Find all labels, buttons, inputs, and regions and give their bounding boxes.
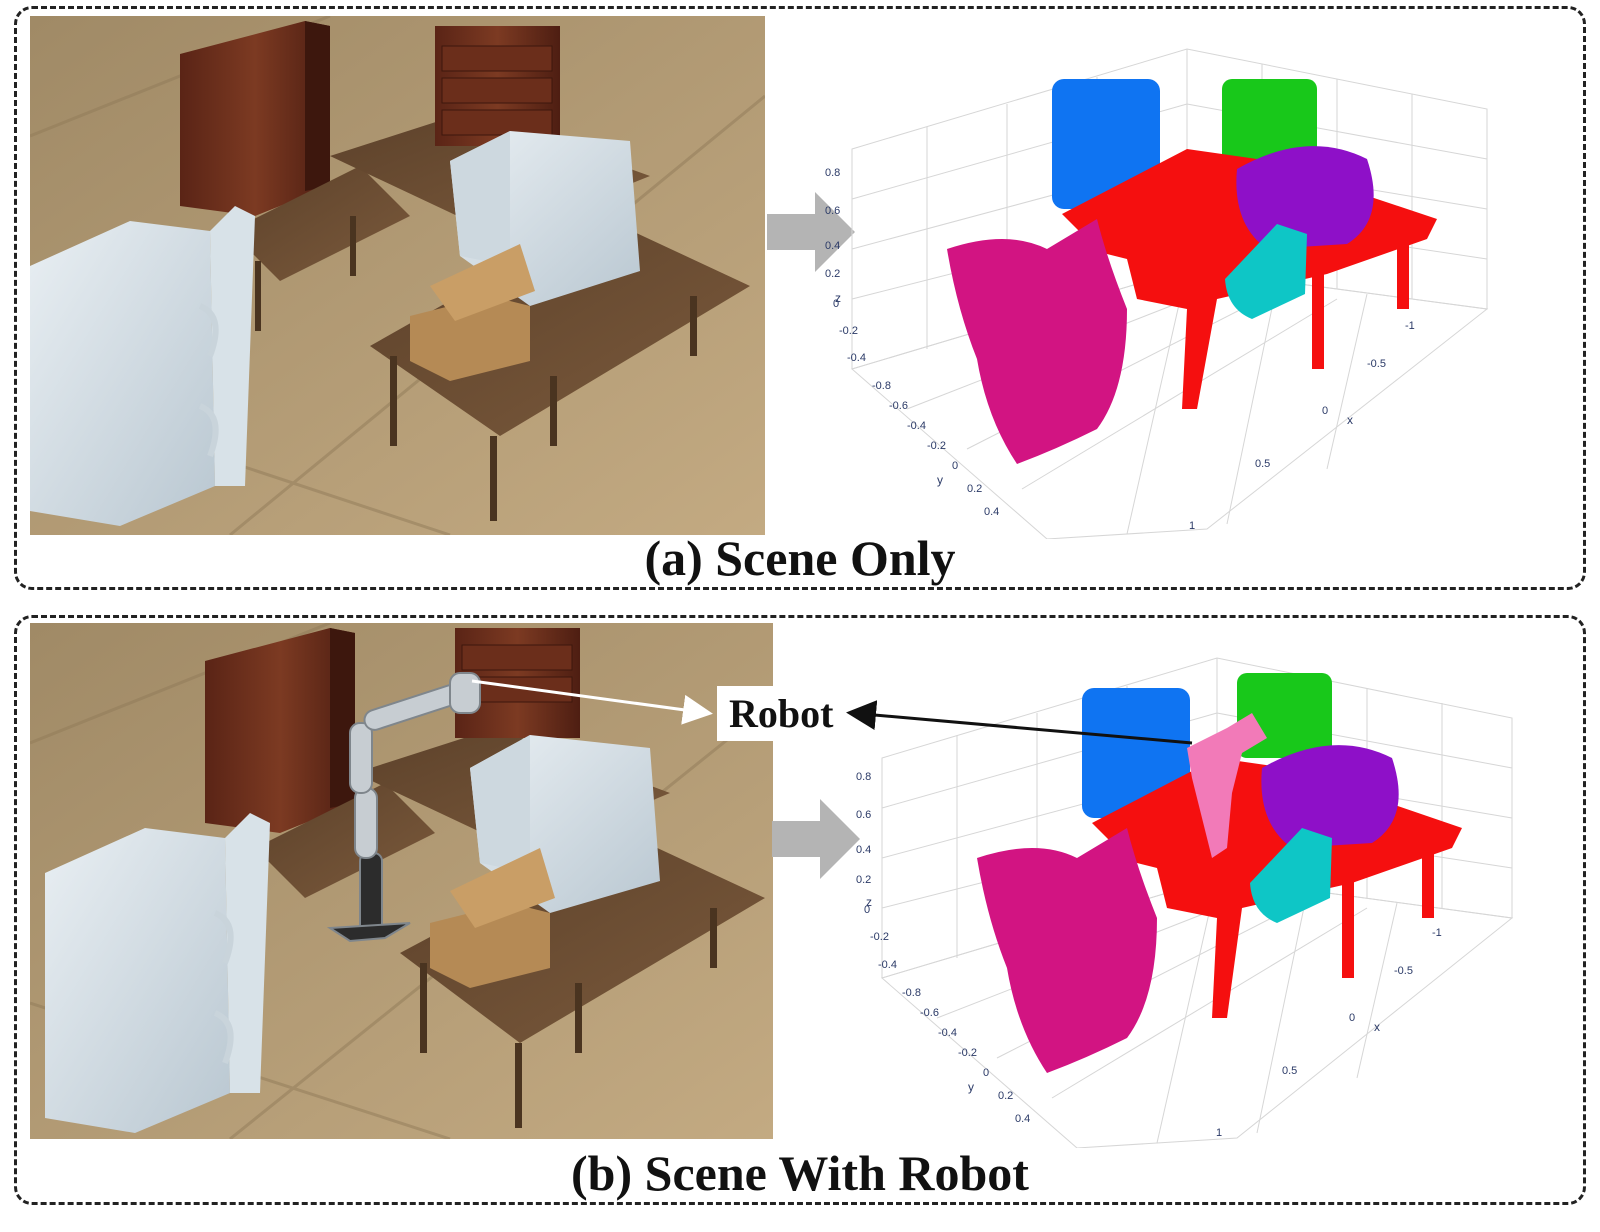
x-tick-4: 1 (1216, 1127, 1222, 1139)
purple-box-points (1261, 745, 1399, 848)
side-table-left (230, 166, 410, 281)
cyan-box-points (1225, 224, 1307, 319)
front-table (370, 216, 750, 436)
y-axis-label: y (968, 1080, 974, 1094)
x-tick-3: 0.5 (1282, 1065, 1297, 1077)
refrigerator-points (947, 219, 1127, 464)
y-tick-6: 0.4 (1015, 1113, 1030, 1125)
y-tick-2: -0.4 (938, 1027, 957, 1039)
y-tick-5: 0.2 (967, 483, 982, 495)
point-cloud-plot-with-robot: 0.8 0.6 0.4 0.2 0 -0.2 -0.4 z -0.8 -0.6 … (856, 657, 1514, 1148)
right-arrow-icon (767, 192, 855, 272)
z-tick-5: -0.2 (870, 931, 889, 943)
y-tick-4: 0 (983, 1067, 989, 1079)
z-tick-2: 0.4 (825, 240, 840, 252)
y-tick-5: 0.2 (998, 1090, 1013, 1102)
y-axis-label: y (937, 473, 943, 487)
x-tick-2: 0 (1322, 405, 1328, 417)
wooden-box (410, 296, 530, 381)
y-tick-3: -0.2 (927, 440, 946, 452)
x-axis-label: x (1374, 1020, 1380, 1034)
z-tick-4: 0 (864, 904, 870, 916)
z-axis-label: z (835, 291, 841, 305)
z-tick-1: 0.6 (825, 205, 840, 217)
z-tick-6: -0.4 (847, 352, 866, 364)
wooden-cabinet (205, 628, 355, 833)
z-tick-5: -0.2 (839, 325, 858, 337)
wooden-cabinet (180, 21, 330, 216)
drawer-points (1222, 79, 1317, 164)
x-tick-0: -1 (1432, 927, 1442, 939)
z-tick-0: 0.8 (856, 771, 871, 783)
y-tick-1: -0.6 (889, 400, 908, 412)
x-tick-1: -0.5 (1367, 358, 1386, 370)
robot-points (1187, 713, 1267, 858)
point-cloud-plot: 0.8 0.6 0.4 0.2 0 -0.2 -0.4 z -0.8 -0.6 … (825, 48, 1489, 539)
cyan-box-points (1250, 828, 1332, 923)
panel-scene-with-robot: 0.8 0.6 0.4 0.2 0 -0.2 -0.4 z -0.8 -0.6 … (14, 615, 1586, 1205)
robot-label: Robot (717, 686, 846, 741)
y-tick-0: -0.8 (872, 380, 891, 392)
x-axis-label: x (1347, 413, 1353, 427)
refrigerator (45, 828, 230, 1133)
x-tick-1: -0.5 (1394, 965, 1413, 977)
cabinet-points (1052, 79, 1160, 209)
refrigerator (30, 221, 215, 526)
z-tick-2: 0.4 (856, 844, 871, 856)
z-tick-3: 0.2 (856, 874, 871, 886)
x-tick-3: 0.5 (1255, 458, 1270, 470)
y-tick-3: -0.2 (958, 1047, 977, 1059)
y-tick-4: 0 (952, 460, 958, 472)
wooden-box (430, 903, 550, 988)
z-tick-1: 0.6 (856, 809, 871, 821)
refrigerator-points (977, 828, 1157, 1073)
z-tick-3: 0.2 (825, 268, 840, 280)
x-tick-4: 1 (1189, 520, 1195, 532)
scene-with-robot-render-image (30, 623, 773, 1139)
z-tick-0: 0.8 (825, 167, 840, 179)
panel-scene-only: 0.8 0.6 0.4 0.2 0 -0.2 -0.4 z -0.8 -0.6 … (14, 6, 1586, 590)
caption-scene-with-robot: (b) Scene With Robot (571, 1145, 1029, 1201)
robot-arm (326, 672, 481, 943)
purple-box-points (1236, 146, 1374, 249)
x-tick-2: 0 (1349, 1012, 1355, 1024)
y-tick-1: -0.6 (920, 1007, 939, 1019)
side-table-left (255, 783, 435, 898)
caption-scene-only: (a) Scene Only (644, 530, 956, 586)
front-table (400, 833, 765, 1043)
x-tick-0: -1 (1405, 320, 1415, 332)
z-tick-4: 0 (833, 298, 839, 310)
z-axis-label: z (866, 895, 872, 909)
scene-render-image (30, 16, 765, 535)
y-tick-0: -0.8 (902, 987, 921, 999)
y-tick-6: 0.4 (984, 506, 999, 518)
right-arrow-icon (772, 799, 860, 879)
z-tick-6: -0.4 (878, 959, 897, 971)
y-tick-2: -0.4 (907, 420, 926, 432)
